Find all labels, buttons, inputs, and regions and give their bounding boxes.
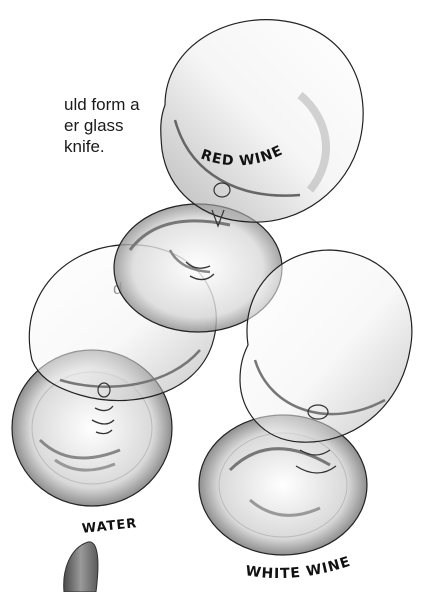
knife-handle — [64, 542, 98, 592]
white-wine-label: WHITE WINE — [244, 554, 353, 582]
water-label: WATER — [81, 516, 138, 537]
